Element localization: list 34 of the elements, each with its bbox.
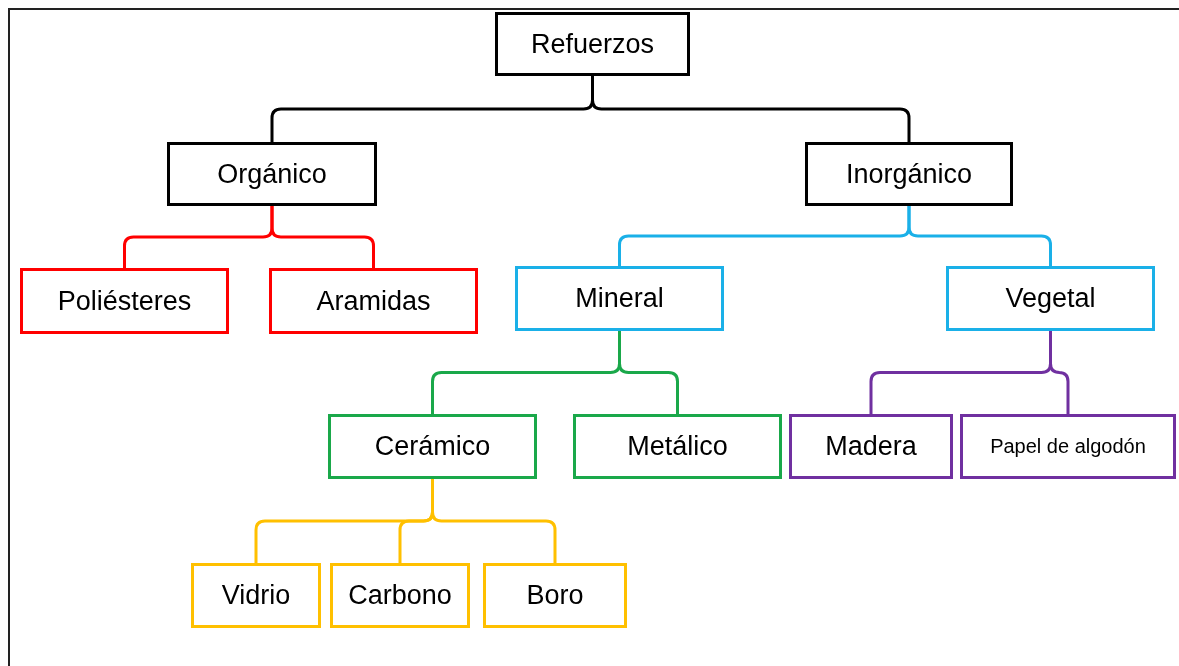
category-box [495,12,690,76]
connector-line [270,206,375,268]
connector-line [591,76,911,142]
connector-line [618,331,679,414]
category-label: Refuerzos [530,28,655,60]
category-label: Boro [526,580,584,611]
connector-line [907,206,1052,266]
category-box [946,266,1155,331]
category-label: Inorgánico [845,158,973,190]
category-box [328,414,537,479]
category-label: Cerámico [374,431,491,462]
category-label: Papel de algodón [990,435,1146,458]
category-label: Mineral [575,283,664,314]
connector-line [1049,331,1070,414]
category-box [789,414,953,479]
category-box [167,142,377,206]
category-label: Metálico [627,431,728,462]
category-box [573,414,782,479]
category-label: Vegetal [1005,283,1096,314]
category-label: Aramidas [316,285,431,317]
category-box [805,142,1013,206]
category-box [515,266,724,331]
category-box [960,414,1176,479]
category-box [191,563,321,628]
category-label: Poliésteres [57,285,192,317]
category-label: Vidrio [221,580,291,611]
category-label: Madera [825,431,917,462]
category-label: Carbono [348,580,452,611]
category-box [20,268,229,334]
category-label: Orgánico [217,158,327,190]
connector-line [431,479,557,563]
category-box [483,563,627,628]
category-box [330,563,470,628]
category-box [269,268,478,334]
